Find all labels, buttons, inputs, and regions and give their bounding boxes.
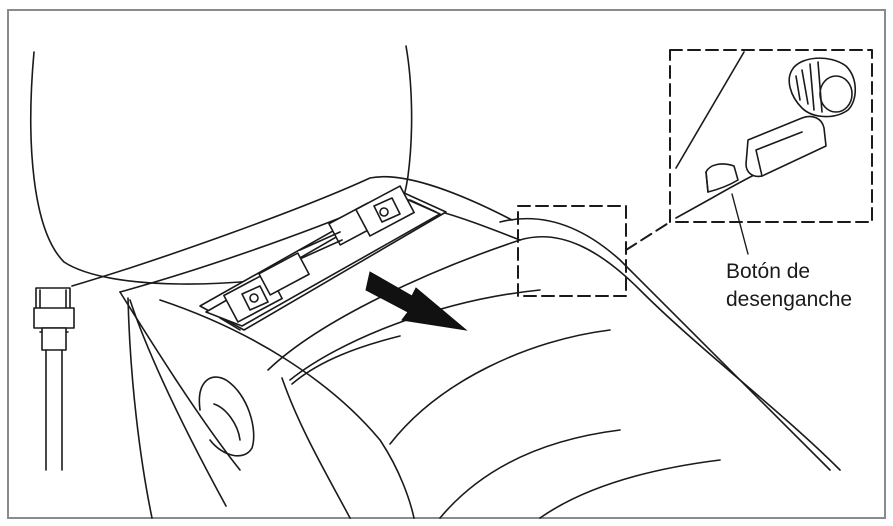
latch-mechanism [199,185,447,331]
label-leader-line [731,193,749,255]
headrest-post [33,287,75,471]
zoom-detail [675,51,857,219]
console-lid-inner [281,377,351,519]
console-lid-outline [159,299,415,519]
console-lid-top [267,235,841,471]
round-knob [198,376,255,457]
console-edge-upper [71,175,513,287]
callout-connector [625,221,671,251]
zoom-release-button [705,163,739,193]
panel-edge [499,217,831,471]
callout-box-large [669,49,873,223]
release-button-label-line1: Botón de [726,260,811,283]
seat-front-curve [127,297,153,519]
direction-arrow-icon [365,271,468,331]
seat-side-curve [119,291,241,471]
seat-side-curve-2 [129,299,227,507]
diagram-frame [7,9,886,519]
callout-box-small [517,205,627,297]
release-button-label: Botón de desenganche [726,258,852,314]
release-button-label-line2: desenganche [726,288,853,311]
